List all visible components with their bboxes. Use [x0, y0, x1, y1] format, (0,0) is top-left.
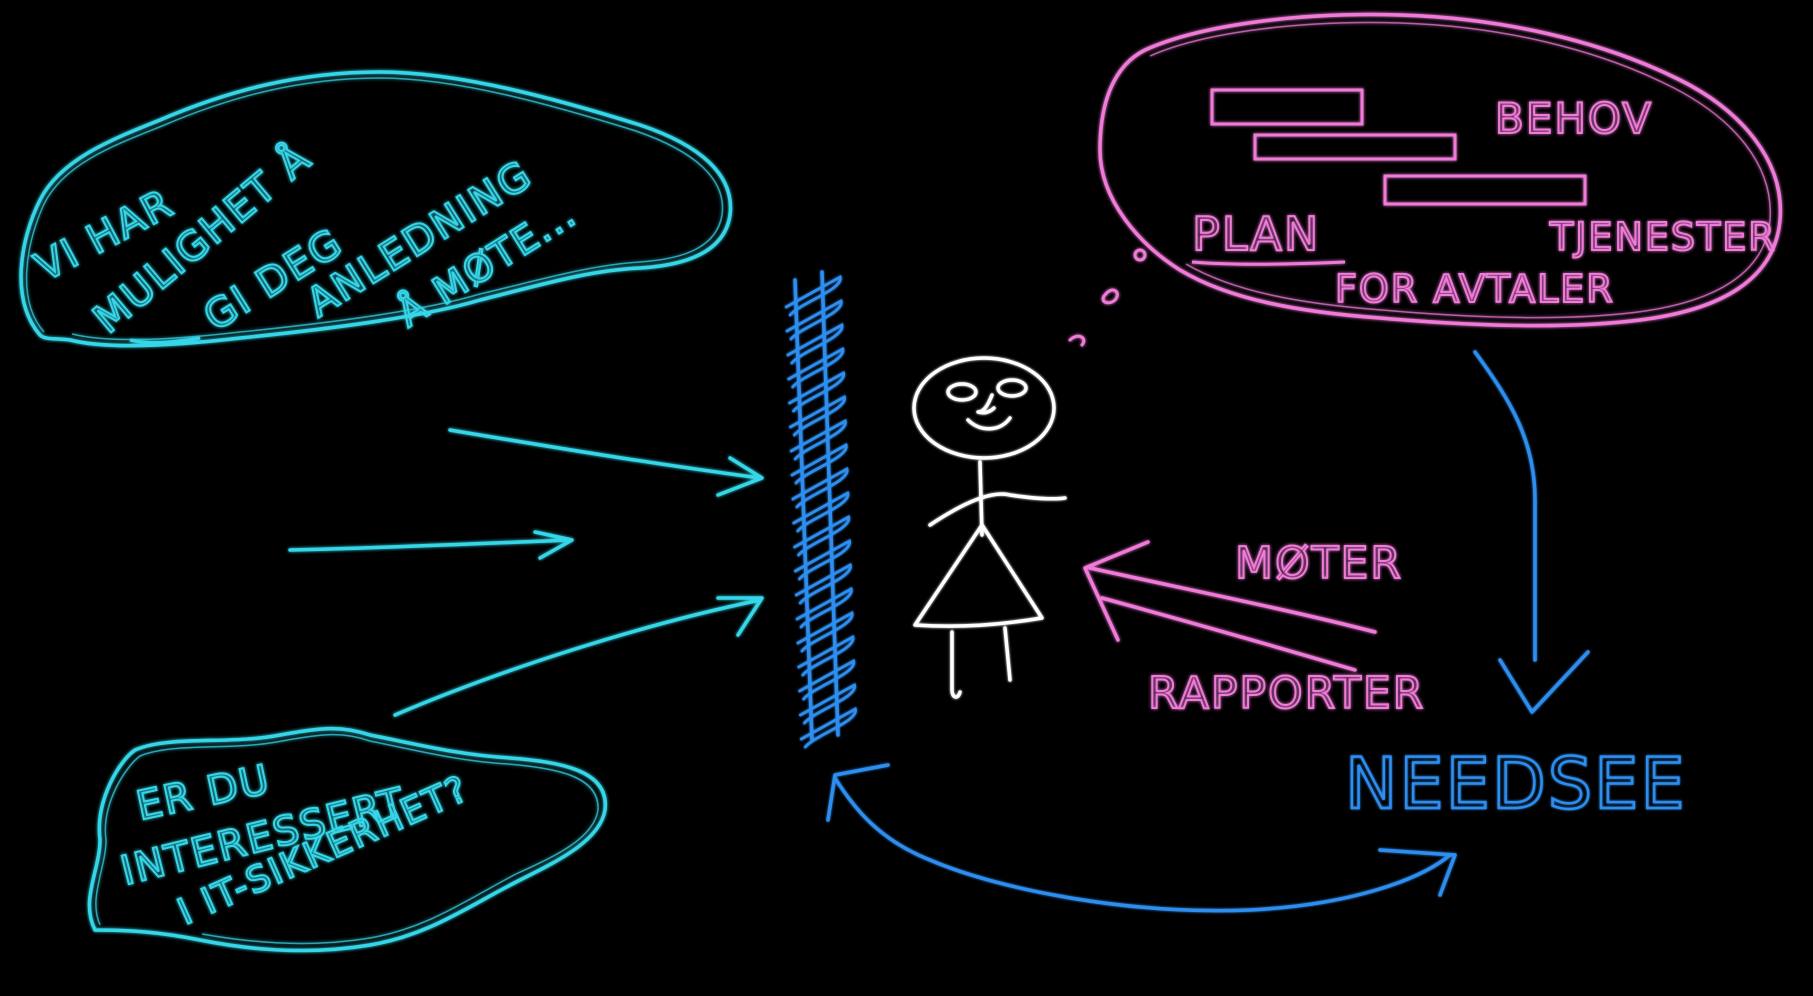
figure-dress	[913, 523, 1044, 628]
incoming-arrows	[288, 428, 764, 717]
figure-head	[912, 356, 1056, 460]
avtaler-label: FOR AVTALER	[1335, 267, 1615, 311]
figure-leg-right	[1003, 626, 1012, 682]
arrow-cloud-to-needsee	[1473, 350, 1537, 662]
thought-dots	[1068, 248, 1147, 347]
right-thought-cloud: BEHOV PLAN TJENESTER FOR AVTALER	[1098, 12, 1783, 328]
bottom-cloud-outline	[87, 726, 607, 953]
behov-bar-3	[1383, 174, 1587, 206]
tjenester-label: TJENESTER	[1549, 215, 1777, 259]
figure-leg-left	[950, 630, 962, 699]
behov-bar-1	[1210, 88, 1364, 126]
needsee-flow	[826, 350, 1590, 913]
outgoing-arrows: MØTER RAPPORTER	[1083, 537, 1425, 720]
left-speech-cloud: VI HAR MULIGHET Å GI DEG ANLEDNING Å MØT…	[19, 70, 733, 348]
figure-eye-left	[946, 382, 978, 402]
figure-arm	[928, 492, 1067, 527]
needsee-brand: NEEDSEE	[1345, 743, 1687, 825]
figure-eye-right	[996, 378, 1028, 398]
arrow-rapporter	[1100, 596, 1357, 672]
wall-hatching	[784, 274, 857, 749]
right-cloud-outline	[1098, 12, 1783, 328]
moter-label: MØTER	[1235, 538, 1403, 589]
figure-mouth	[966, 416, 1012, 431]
figure-nose	[976, 393, 996, 415]
rapporter-label: RAPPORTER	[1148, 668, 1425, 719]
plan-underline	[1191, 260, 1346, 266]
security-wall	[784, 270, 857, 749]
bottom-speech-cloud: ER DU INTERESSERT I IT-SIKKERHET?	[87, 726, 607, 953]
arrow-moter	[1088, 566, 1377, 634]
behov-bar-2	[1253, 133, 1457, 161]
plan-label: PLAN	[1192, 207, 1320, 261]
arrow-middle	[288, 538, 572, 552]
stick-figure	[912, 356, 1067, 699]
left-cloud-outline	[19, 70, 733, 348]
behov-label: BEHOV	[1495, 94, 1653, 143]
arrow-needsee-to-wall	[833, 776, 1452, 913]
arrow-top	[448, 428, 762, 480]
arrow-bottom	[393, 598, 762, 717]
